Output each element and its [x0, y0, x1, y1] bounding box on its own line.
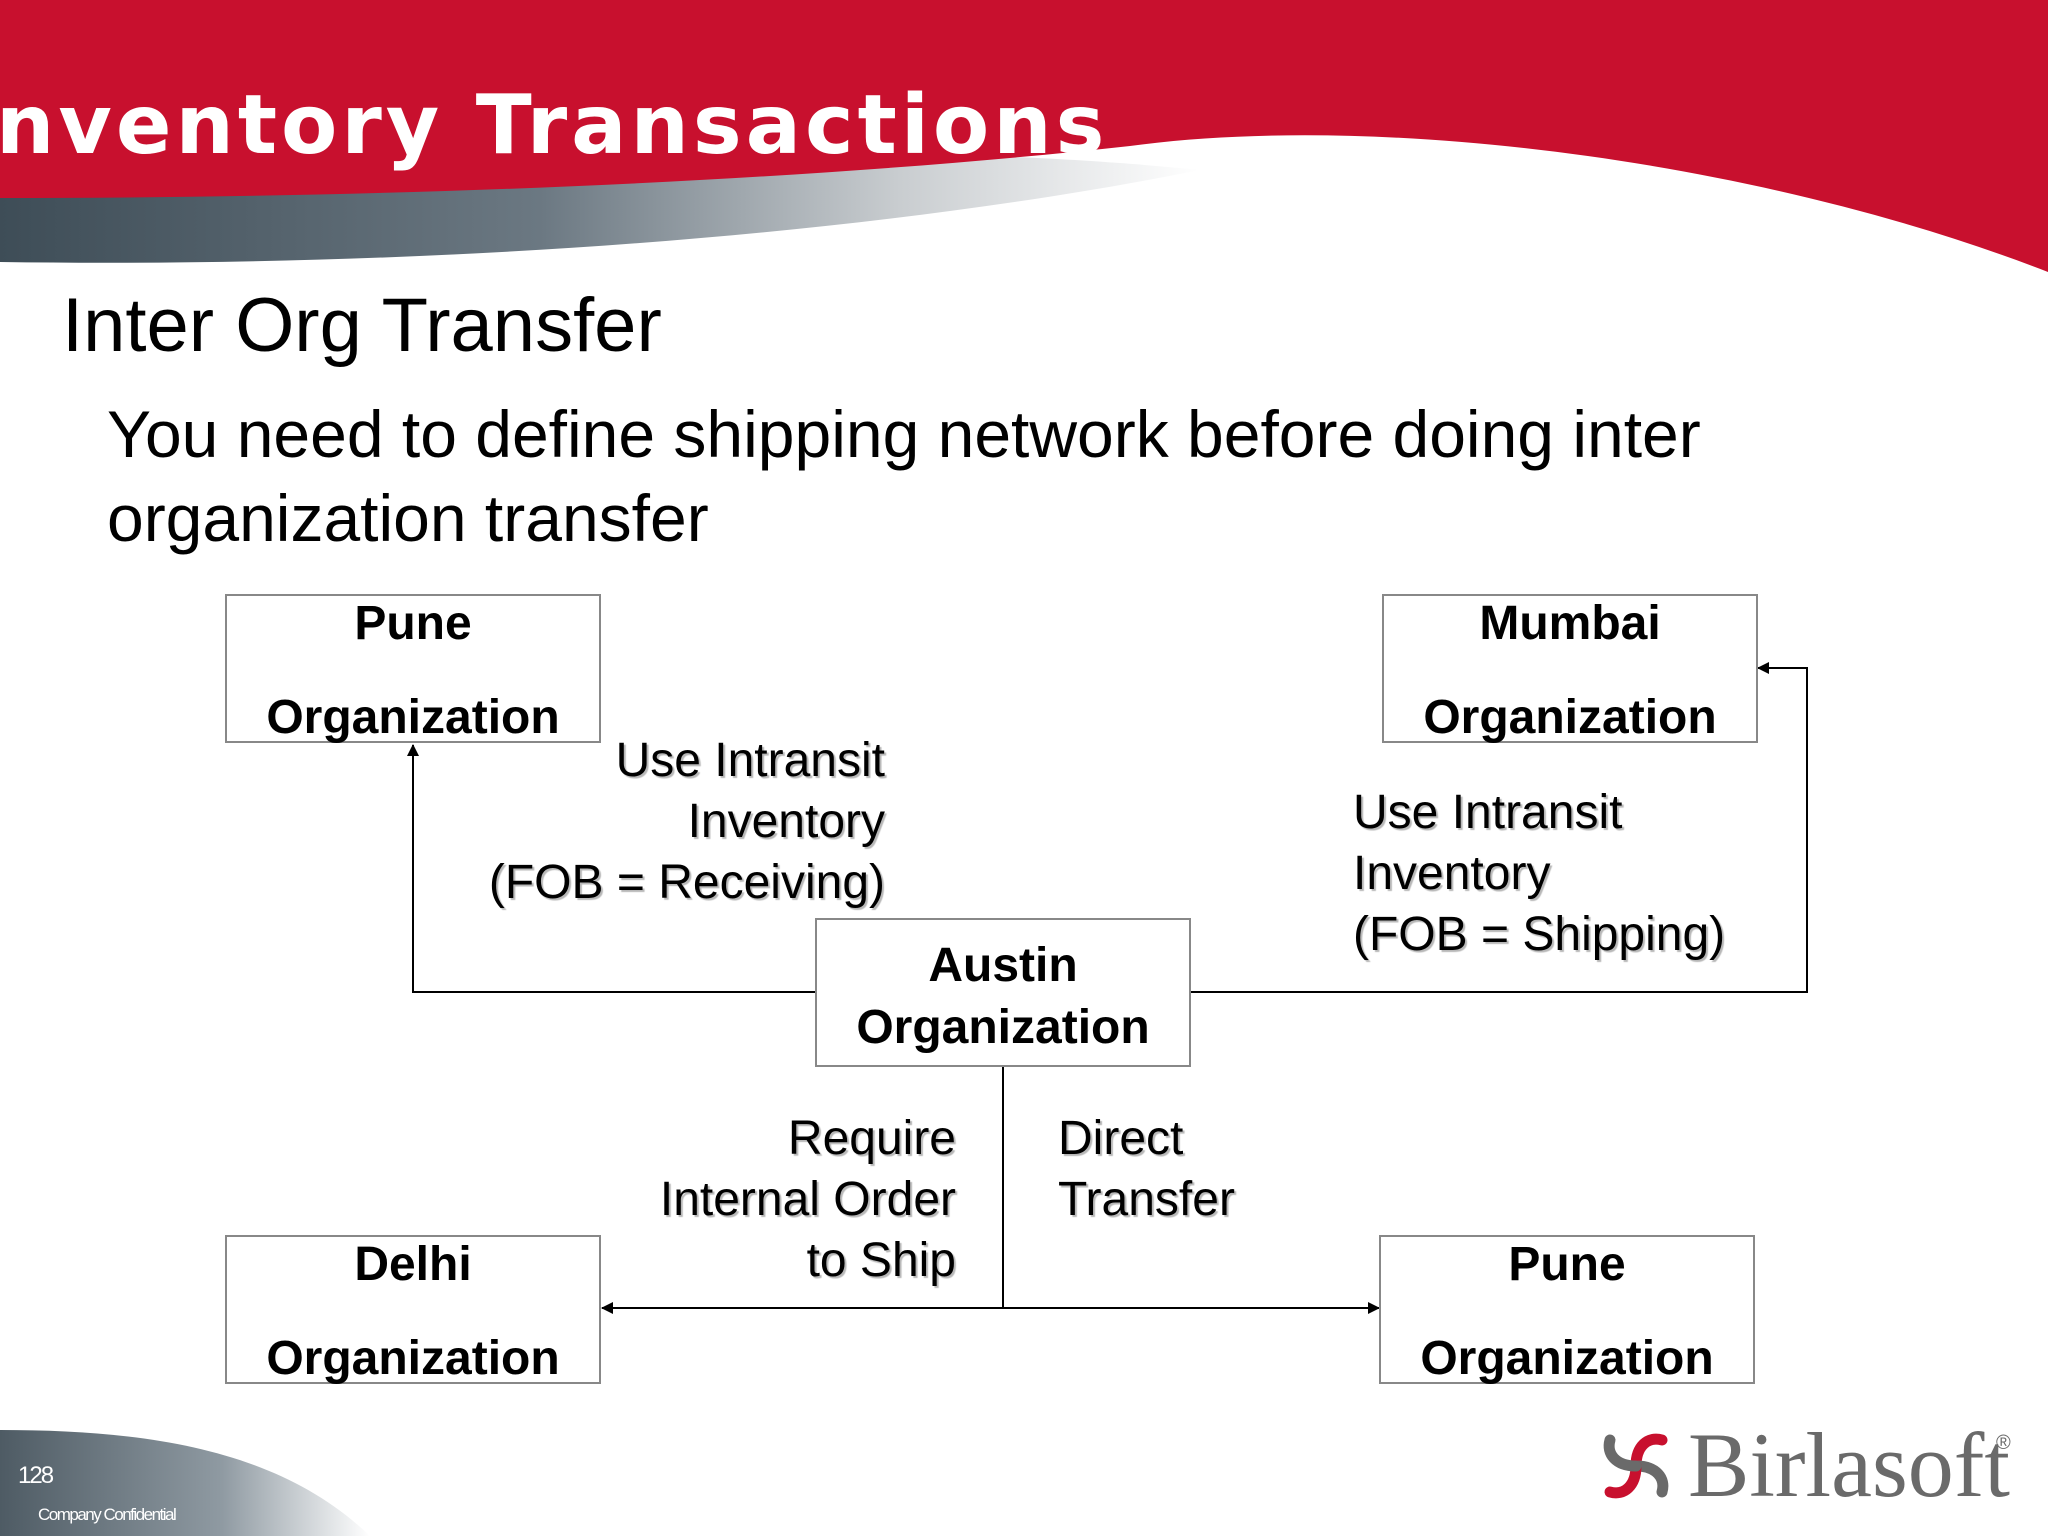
- connector-austin-to-pune-top: [407, 744, 815, 993]
- logo-wordmark: Birlasoft: [1688, 1414, 2010, 1516]
- node-pune-organization-bottom: Pune Organization: [1379, 1235, 1755, 1385]
- connector-austin-to-mumbai: [1190, 662, 1808, 993]
- node-type: Organization: [856, 1001, 1150, 1054]
- node-name: Pune: [354, 597, 472, 650]
- node-type: Organization: [1423, 691, 1717, 744]
- registered-mark: ®: [1996, 1432, 2011, 1454]
- page-number: 128: [18, 1462, 54, 1489]
- label-intransit-shipping: Use Intransit Inventory (FOB = Shipping): [1353, 786, 1726, 961]
- birlasoft-logo: Birlasoft ®: [1596, 1414, 2016, 1516]
- node-type: Organization: [266, 691, 560, 744]
- slide-title: nventory Transactions: [0, 78, 1109, 173]
- node-delhi-organization: Delhi Organization: [225, 1235, 601, 1385]
- node-name: Austin: [928, 939, 1078, 992]
- node-name: Pune: [1508, 1238, 1626, 1291]
- body-text: You need to define shipping network befo…: [107, 397, 1701, 555]
- node-name: Delhi: [354, 1238, 472, 1291]
- footer-gray-swoosh: [0, 1430, 370, 1536]
- label-direct-transfer: Direct Transfer: [1058, 1112, 1235, 1226]
- node-mumbai-organization: Mumbai Organization: [1382, 594, 1758, 744]
- node-type: Organization: [1420, 1332, 1714, 1385]
- label-internal-order: Require Internal Order to Ship: [659, 1112, 956, 1287]
- node-pune-organization-top: Pune Organization: [225, 594, 601, 744]
- section-heading: Inter Org Transfer: [62, 283, 662, 368]
- pinwheel-logo-icon: [1603, 1433, 1669, 1499]
- label-intransit-receiving: Use Intransit Inventory (FOB = Receiving…: [488, 734, 885, 909]
- node-type: Organization: [266, 1332, 560, 1385]
- node-name: Mumbai: [1479, 597, 1661, 650]
- header-red-band: [0, 0, 2048, 272]
- confidential-note: Company Confidential: [38, 1505, 177, 1524]
- node-austin-organization: Austin Organization: [815, 918, 1191, 1067]
